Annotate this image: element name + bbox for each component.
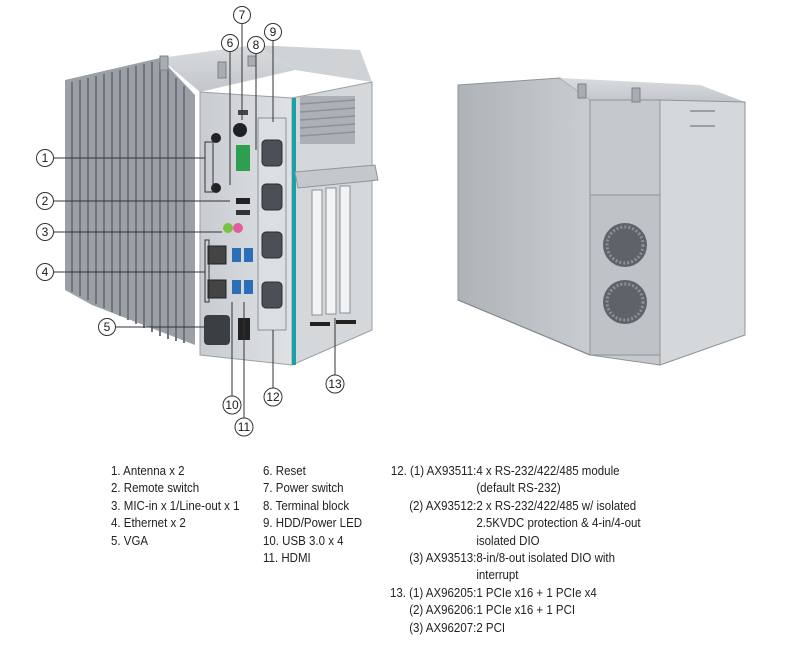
heatsink-fins [71,62,185,343]
legend-item: 2. Remote switch [111,481,200,496]
legend-text: (default RS-232) [476,481,561,496]
device-rear-view [457,77,746,366]
svg-text:11: 11 [238,420,251,434]
svg-text:2: 2 [42,194,49,208]
svg-text:10: 10 [225,398,239,412]
terminal-block [236,145,250,171]
legend-item: 6. Reset [263,464,306,478]
svg-text:9: 9 [270,25,277,39]
legend-text: 2 PCI [476,620,506,635]
svg-text:7: 7 [239,8,246,22]
com-ports [261,139,283,309]
svg-text:3: 3 [42,225,49,239]
svg-text:12: 12 [266,390,280,404]
legend-item-12-2: (2) AX93512: 2 x RS-232/422/485 w/ isola… [388,498,641,515]
legend-text: isolated DIO [476,533,540,548]
callout-1: 1 [36,149,54,167]
callout-9: 9 [264,23,282,41]
legend-item: 5. VGA [111,533,149,548]
usb-ports [232,248,253,294]
legend-item: 1. Antenna x 2 [111,464,185,478]
callout-11: 11 [234,417,254,437]
legend-item: 11. HDMI [263,551,311,566]
legend-item-13: 13. (1) AX96205: 1 PCIe x16 + 1 PCIe x4 [388,585,641,602]
legend-item: 10. USB 3.0 x 4 [263,533,344,548]
pci-slots [311,185,351,316]
power-switch-knob [233,123,247,137]
callout-2: 2 [36,192,54,210]
callout-6: 6 [221,34,239,52]
svg-text:6: 6 [227,36,234,50]
legend-item: 4. Ethernet x 2 [111,516,186,531]
legend-text: 1 PCIe x16 + 1 PCI [476,603,576,618]
legend-text: 8-in/8-out isolated DIO with [476,551,616,566]
legend-label: (2) AX93512: [409,498,477,513]
legend-text: 2.5KVDC protection & 4-in/4-out [476,516,641,531]
legend-label: (3) AX93513: [409,551,477,566]
legend-item-13-2: (2) AX96206: 1 PCIe x16 + 1 PCI [388,602,641,619]
legend-text: interrupt [476,568,519,583]
device-front-view [65,45,379,366]
callout-7: 7 [233,6,251,24]
product-figure: 1 2 3 4 5 6 7 8 9 10 11 12 13 [36,6,746,437]
legend-item: 8. Terminal block [263,498,350,513]
legend-item-12-3: (3) AX93513: 8-in/8-out isolated DIO wit… [388,550,641,567]
legend-item-13-3: (3) AX96207: 2 PCI [388,620,641,637]
callout-10: 10 [222,395,242,415]
legend-label: 13. (1) AX96205: [389,585,477,600]
legend-label: (3) AX96207: [409,620,477,635]
legend-column-3: 12. (1) AX93511: 4 x RS-232/422/485 modu… [388,463,641,637]
svg-text:4: 4 [42,265,49,279]
legend-item: 7. Power switch [263,481,344,496]
callout-8: 8 [247,36,265,54]
legend-text: 1 PCIe x16 + 1 PCIe x4 [476,585,597,600]
callout-4: 4 [36,263,54,281]
legend-item: 3. MIC-in x 1/Line-out x 1 [111,498,240,513]
leader-lines [53,24,336,418]
legend-text: 4 x RS-232/422/485 module [476,464,620,478]
ethernet-ports [207,245,227,299]
legend-item-12: 12. (1) AX93511: 4 x RS-232/422/485 modu… [388,463,641,480]
svg-text:1: 1 [42,151,49,165]
svg-text:5: 5 [104,320,111,334]
legend-item: 9. HDD/Power LED [263,516,363,531]
legend-label: 12. (1) AX93511: [390,464,477,478]
callout-3: 3 [36,223,54,241]
legend-text: 2 x RS-232/422/485 w/ isolated [476,498,637,513]
legend-column-1: 1. Antenna x 2 2. Remote switch 3. MIC-i… [111,463,239,550]
legend-column-2: 6. Reset 7. Power switch 8. Terminal blo… [263,463,362,567]
svg-text:13: 13 [328,377,342,391]
callout-13: 13 [325,374,345,394]
vga-port [204,315,230,345]
svg-text:8: 8 [253,38,260,52]
callout-12: 12 [263,387,283,407]
fan-grille [603,223,647,324]
legend-label: (2) AX96206: [409,603,477,618]
callout-5: 5 [98,318,116,336]
